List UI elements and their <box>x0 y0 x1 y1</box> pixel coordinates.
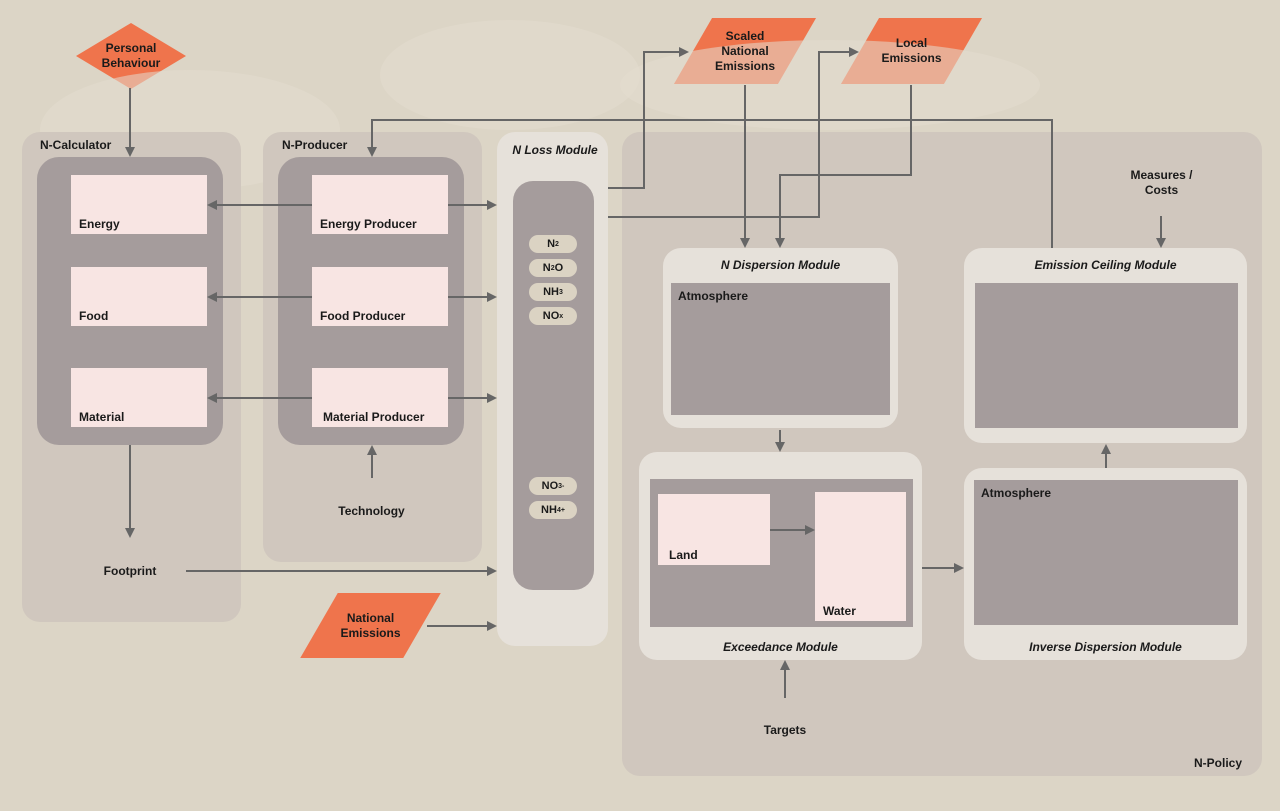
input-label: Technology <box>338 503 405 518</box>
atmosphere-label: Atmosphere <box>981 486 1052 500</box>
measures-costs-input[interactable]: Measures / Costs <box>1110 150 1213 216</box>
input-label: Footprint <box>103 563 157 578</box>
exceedance-module: Land Water Exceedance Module <box>639 452 922 660</box>
atmosphere-block[interactable]: Atmosphere <box>671 283 890 415</box>
n-producer-label: N-Producer <box>282 138 348 152</box>
producer-box-energy[interactable]: Energy Producer <box>312 175 448 234</box>
n-calculator-label: N-Calculator <box>40 138 112 152</box>
personal-behaviour-input[interactable]: Personal Behaviour <box>76 23 186 89</box>
box-label: Food Producer <box>320 309 406 323</box>
box-label: Material <box>79 410 125 424</box>
input-label: Measures / Costs <box>1130 168 1193 197</box>
module-title: N Dispersion Module <box>720 258 841 272</box>
land-box[interactable]: Land <box>658 494 770 565</box>
input-label: Personal Behaviour <box>101 41 161 70</box>
footprint-input[interactable]: Footprint <box>78 538 182 604</box>
emission-ceiling-module: Emission Ceiling Module <box>964 248 1247 443</box>
box-label: Land <box>669 548 698 562</box>
map-shape <box>380 20 640 130</box>
module-title: Exceedance Module <box>723 640 838 654</box>
box-label: Water <box>823 604 856 618</box>
water-box[interactable]: Water <box>815 492 906 621</box>
atmosphere-label: Atmosphere <box>678 289 749 303</box>
local-emissions-input[interactable]: Local Emissions <box>860 18 963 84</box>
input-label: Local Emissions <box>881 36 942 65</box>
map-shape <box>620 40 1040 130</box>
module-title: Inverse Dispersion Module <box>1029 640 1182 654</box>
input-label: Scaled National Emissions <box>714 28 776 73</box>
box-label: Energy <box>79 217 120 231</box>
national-emissions-input[interactable]: National Emissions <box>319 593 422 658</box>
n-dispersion-module: N Dispersion Module Atmosphere <box>663 248 898 428</box>
module-title: Emission Ceiling Module <box>1034 258 1177 272</box>
emission-ceiling-block[interactable] <box>975 283 1238 428</box>
inverse-dispersion-module: Atmosphere Inverse Dispersion Module <box>964 468 1247 660</box>
input-label: Targets <box>763 723 807 737</box>
box-label: Energy Producer <box>320 217 417 231</box>
input-label: National Emissions <box>340 610 401 640</box>
producer-box-food[interactable]: Food Producer <box>312 267 448 326</box>
producer-box-material[interactable]: Material Producer <box>312 368 448 427</box>
targets-input[interactable]: Targets <box>734 698 836 763</box>
n-policy-label: N-Policy <box>1194 756 1243 770</box>
atmosphere-block[interactable]: Atmosphere <box>974 480 1238 625</box>
technology-input[interactable]: Technology <box>315 478 428 544</box>
box-label: Material Producer <box>323 410 425 424</box>
calculator-box-food[interactable]: Food <box>71 267 207 326</box>
n-loss-title: N Loss Module <box>512 143 598 157</box>
scaled-national-emissions-input[interactable]: Scaled National Emissions <box>693 18 797 84</box>
calculator-box-energy[interactable]: Energy <box>71 175 207 234</box>
box-label: Food <box>79 309 109 323</box>
calculator-box-material[interactable]: Material <box>71 368 207 427</box>
